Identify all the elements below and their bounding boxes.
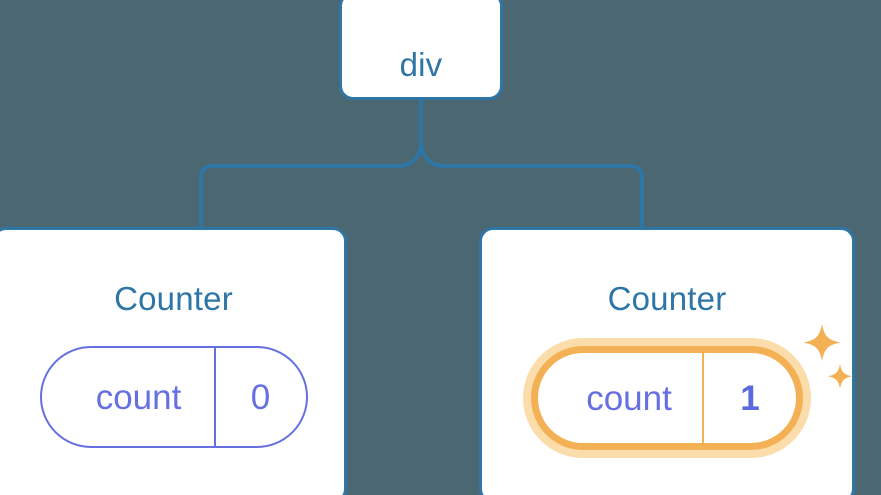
sparkles-group <box>803 324 853 389</box>
connector-right-branch <box>419 98 644 229</box>
state-pill-wrapper-right: count 1 <box>531 324 853 450</box>
state-pill-right[interactable]: count 1 <box>531 346 803 450</box>
state-pill-wrapper-left: count 0 <box>32 346 308 448</box>
sparkle-small-icon <box>827 364 853 389</box>
state-value-left: 0 <box>213 348 306 446</box>
state-pill-left[interactable]: count 0 <box>39 346 308 448</box>
state-key-right: count <box>586 378 672 418</box>
state-key-left: count <box>95 377 182 417</box>
sparkle-large-icon <box>803 324 841 361</box>
connector-left-branch <box>199 98 423 229</box>
node-counter-left[interactable]: Counter count 0 <box>0 227 347 495</box>
node-root-div[interactable]: div <box>339 0 503 100</box>
node-counter-left-label: Counter <box>114 280 233 317</box>
state-value-right: 1 <box>702 353 796 443</box>
node-counter-right-label: Counter <box>607 280 727 317</box>
node-counter-right[interactable]: Counter count 1 <box>479 227 855 495</box>
node-root-label: div <box>399 46 443 83</box>
